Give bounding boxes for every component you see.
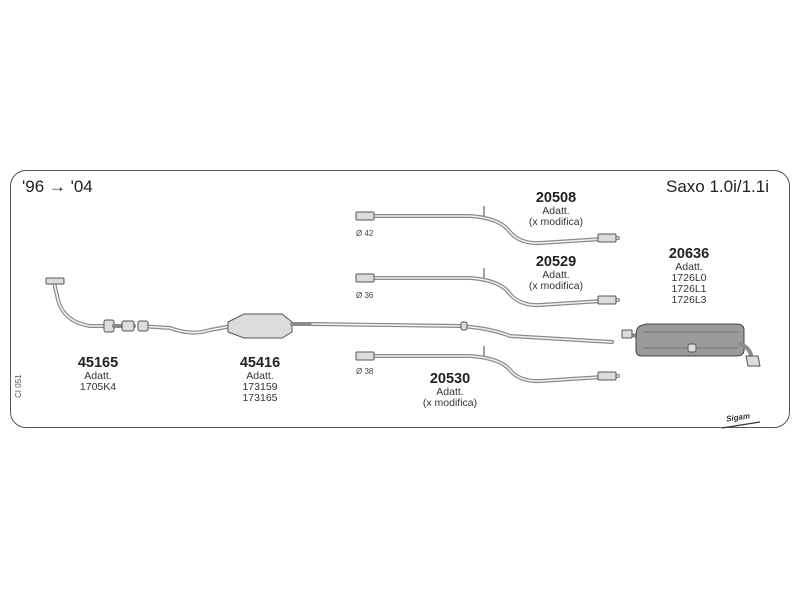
part-label-20530: 20530 Adatt. (x modifica) (410, 371, 490, 409)
part-note: (x modifica) (422, 397, 478, 409)
diameter-label-42: Ø 42 (356, 229, 374, 238)
part-number: 20529 (535, 254, 577, 270)
part-code: 1726L1 (671, 283, 707, 295)
part-code: 173165 (242, 392, 278, 404)
part-note: (x modifica) (528, 280, 584, 292)
front-pipe-drawing (45, 277, 136, 333)
part-note: Adatt. (675, 261, 703, 273)
part-code: 1726L0 (671, 272, 707, 284)
diameter-label-38: Ø 38 (356, 367, 374, 376)
brand-underline (721, 421, 761, 429)
part-number: 45165 (77, 355, 119, 371)
part-label-20508: 20508 Adatt. (x modifica) (516, 190, 596, 228)
model-title: Saxo 1.0i/1.1i (666, 177, 770, 196)
mid-pipe-20529-drawing (355, 268, 620, 308)
part-number: 20530 (429, 371, 471, 387)
part-note: Adatt. (246, 370, 274, 382)
part-label-20636: 20636 Adatt. 1726L0 1726L1 1726L3 (654, 246, 724, 306)
part-note: Adatt. (542, 269, 570, 281)
rear-silencer-drawing (621, 323, 761, 367)
part-code: 1726L3 (671, 294, 707, 306)
part-code: 173159 (242, 381, 278, 393)
part-number: 20508 (535, 190, 577, 206)
diameter-label-36: Ø 36 (356, 291, 374, 300)
part-code: 1705K4 (79, 381, 117, 393)
side-code: CI 051 (14, 374, 23, 398)
part-label-45165: 45165 Adatt. 1705K4 (68, 355, 128, 393)
part-note: Adatt. (436, 386, 464, 398)
part-note: (x modifica) (528, 216, 584, 228)
part-number: 20636 (668, 246, 710, 262)
part-label-45416: 45416 Adatt. 173159 173165 (230, 355, 290, 404)
diagram-panel (10, 170, 790, 428)
part-note: Adatt. (542, 205, 570, 217)
mid-pipe-20508-drawing (355, 206, 620, 246)
part-number: 45416 (239, 355, 281, 371)
years-label: '96 → '04 (22, 177, 93, 196)
part-note: Adatt. (84, 370, 112, 382)
long-pipe-drawing (310, 321, 614, 344)
catalyst-drawing (137, 313, 314, 339)
part-label-20529: 20529 Adatt. (x modifica) (516, 254, 596, 292)
mid-pipe-20530-drawing (355, 346, 620, 384)
